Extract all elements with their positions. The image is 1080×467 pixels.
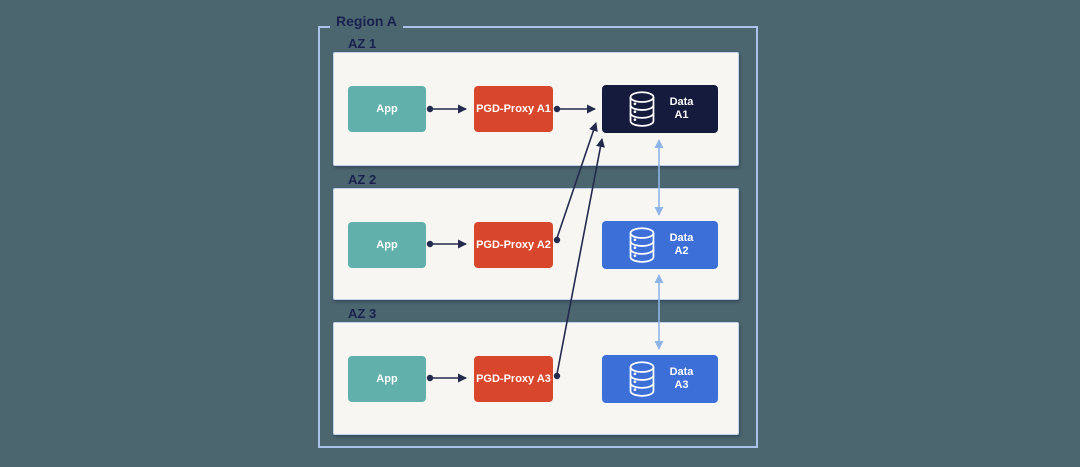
az3-app-box: App (348, 356, 426, 402)
az1-proxy-label: PGD-Proxy A1 (476, 103, 551, 115)
az3-data-label: Data A3 (669, 366, 694, 391)
region-a-boundary: Region A (318, 12, 758, 448)
az2-app-label: App (376, 239, 398, 251)
az1-data-label: Data A1 (669, 96, 694, 121)
az2-data-box: Data A2 (602, 221, 718, 269)
az3-panel: App PGD-Proxy A3 Data A3 (333, 322, 739, 435)
region-label: Region A (330, 12, 403, 30)
az2-panel: App PGD-Proxy A2 Data A2 (333, 188, 739, 300)
az1-app-box: App (348, 86, 426, 132)
database-icon (627, 226, 657, 265)
az3-proxy-box: PGD-Proxy A3 (474, 356, 553, 402)
az1-label: AZ 1 (348, 36, 377, 51)
az2-proxy-label: PGD-Proxy A2 (476, 239, 551, 251)
az2-proxy-box: PGD-Proxy A2 (474, 222, 553, 268)
az1-app-label: App (376, 103, 398, 115)
az2-label: AZ 2 (348, 172, 377, 187)
database-icon (627, 360, 657, 399)
az3-app-label: App (376, 373, 398, 385)
az3-label: AZ 3 (348, 306, 377, 321)
az3-data-box: Data A3 (602, 355, 718, 403)
az2-data-label: Data A2 (669, 232, 694, 257)
az1-proxy-box: PGD-Proxy A1 (474, 86, 553, 132)
az1-data-box: Data A1 (602, 85, 718, 133)
database-icon (627, 90, 657, 129)
az3-proxy-label: PGD-Proxy A3 (476, 373, 551, 385)
az2-app-box: App (348, 222, 426, 268)
az1-panel: App PGD-Proxy A1 Data A1 (333, 52, 739, 166)
